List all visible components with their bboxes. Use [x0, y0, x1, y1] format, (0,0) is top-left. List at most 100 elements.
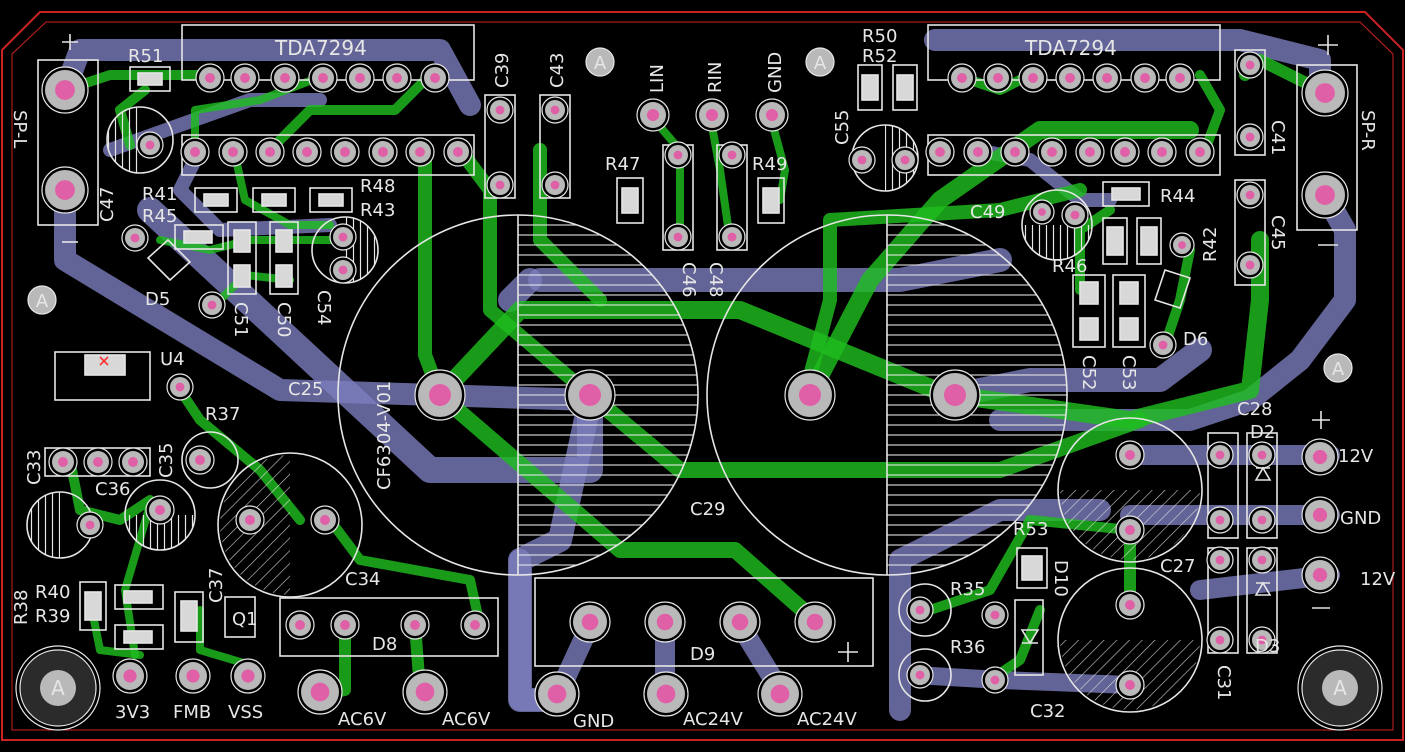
label-ac24v-2: AC24V	[797, 709, 857, 730]
label-c31: C31	[1213, 665, 1234, 700]
pad-drill	[1125, 525, 1135, 535]
pad-drill	[1010, 147, 1020, 157]
label-c51: C51	[230, 302, 251, 337]
mounting-hole	[1323, 353, 1353, 383]
mounting-hole-label: A	[51, 676, 65, 700]
pad-drill	[145, 140, 155, 150]
pad-drill	[55, 80, 75, 100]
pad-drill	[1257, 555, 1267, 565]
pad-drill	[280, 73, 290, 83]
pad-drill	[453, 147, 463, 157]
pad-drill	[355, 73, 365, 83]
pad-drill	[731, 613, 749, 631]
pad-drill	[1125, 450, 1135, 460]
label-gnd-bottom: GND	[573, 711, 614, 732]
pad-drill	[429, 384, 451, 406]
label-c48: C48	[705, 262, 726, 297]
pad-drill	[857, 155, 867, 165]
label-r38: R38	[11, 590, 32, 625]
mounting-hole-label: A	[36, 291, 49, 312]
pad-drill	[1257, 450, 1267, 460]
pad-drill	[547, 684, 567, 704]
label-c39: C39	[492, 53, 513, 88]
label-c55: C55	[832, 110, 853, 145]
pad-drill	[295, 620, 305, 630]
pad-drill	[646, 108, 660, 122]
pad-drill	[1215, 555, 1225, 565]
pad-drill	[155, 505, 165, 515]
silkscreen-labels: TDA7294 TDA7294 SP-L SP-R R51 R41 R45 R4…	[9, 26, 1396, 732]
label-r44: R44	[1160, 186, 1195, 207]
label-r47: R47	[605, 154, 640, 175]
label-c50: C50	[273, 302, 294, 337]
pad-drill	[550, 105, 560, 115]
pad-drill	[340, 620, 350, 630]
label-ac6v-1: AC6V	[338, 709, 387, 730]
label-r43: R43	[360, 200, 395, 221]
pad-drill	[1195, 147, 1205, 157]
label-r46: R46	[1052, 256, 1087, 277]
polarity-marks	[62, 34, 1338, 662]
label-d3: D3	[1255, 636, 1280, 657]
through-hole-pads	[41, 51, 1349, 717]
pad-drill	[915, 670, 925, 680]
pad-drill	[705, 108, 719, 122]
pad-drill	[130, 233, 140, 243]
pad-drill	[1125, 600, 1135, 610]
label-rin: RIN	[705, 62, 726, 93]
pad-drill	[935, 147, 945, 157]
pad-drill	[579, 384, 601, 406]
label-c41: C41	[1267, 120, 1288, 155]
label-fmb: FMB	[173, 702, 211, 723]
label-ac6v-2: AC6V	[442, 709, 491, 730]
label-c45: C45	[1267, 215, 1288, 250]
pad-drill	[550, 180, 560, 190]
pad-drill	[410, 620, 420, 630]
label-cf6304: CF6304-V01	[374, 381, 395, 490]
label-c47: C47	[97, 187, 118, 222]
label-r35: R35	[950, 579, 985, 600]
pad-drill	[128, 457, 138, 467]
mounting-hole-center	[40, 670, 76, 706]
pad-drill	[340, 147, 350, 157]
label-r48: R48	[360, 176, 395, 197]
pad-drill	[806, 613, 824, 631]
label-c36: C36	[95, 479, 130, 500]
pad-drill	[900, 155, 910, 165]
pad-drill	[1157, 147, 1167, 157]
pad-drill	[186, 669, 200, 683]
pad-drill	[770, 684, 790, 704]
pad-drill	[228, 147, 238, 157]
label-r49: R49	[752, 154, 787, 175]
label-r40: R40	[35, 582, 70, 603]
pad-drill	[318, 73, 328, 83]
pad-drill	[123, 669, 137, 683]
pad-drill	[240, 73, 250, 83]
label-tda-left: TDA7294	[274, 36, 367, 60]
pad-drill	[915, 605, 925, 615]
pad-drill	[581, 613, 599, 631]
pad-drill	[973, 147, 983, 157]
pad-drill	[1215, 450, 1225, 460]
label-r50: R50	[862, 26, 897, 47]
label-ac24v-1: AC24V	[683, 709, 743, 730]
label-c53: C53	[1118, 355, 1139, 390]
pad-drill	[1070, 210, 1080, 220]
label-r52: R52	[862, 46, 897, 67]
label-sp-r: SP-R	[1357, 110, 1378, 151]
pad-drill	[58, 457, 68, 467]
label-r39: R39	[35, 606, 70, 627]
mounting-hole-keepout	[15, 645, 101, 731]
pad-drill	[1038, 208, 1046, 216]
pad-drill	[310, 682, 330, 702]
pad-drill	[470, 620, 480, 630]
label-r45: R45	[142, 206, 177, 227]
pad-drill	[1178, 241, 1186, 249]
label-lin: LIN	[647, 64, 668, 93]
label-c32: C32	[1030, 701, 1065, 722]
label-c52: C52	[1078, 355, 1099, 390]
pad-drill	[656, 613, 674, 631]
pad-drill	[93, 457, 103, 467]
